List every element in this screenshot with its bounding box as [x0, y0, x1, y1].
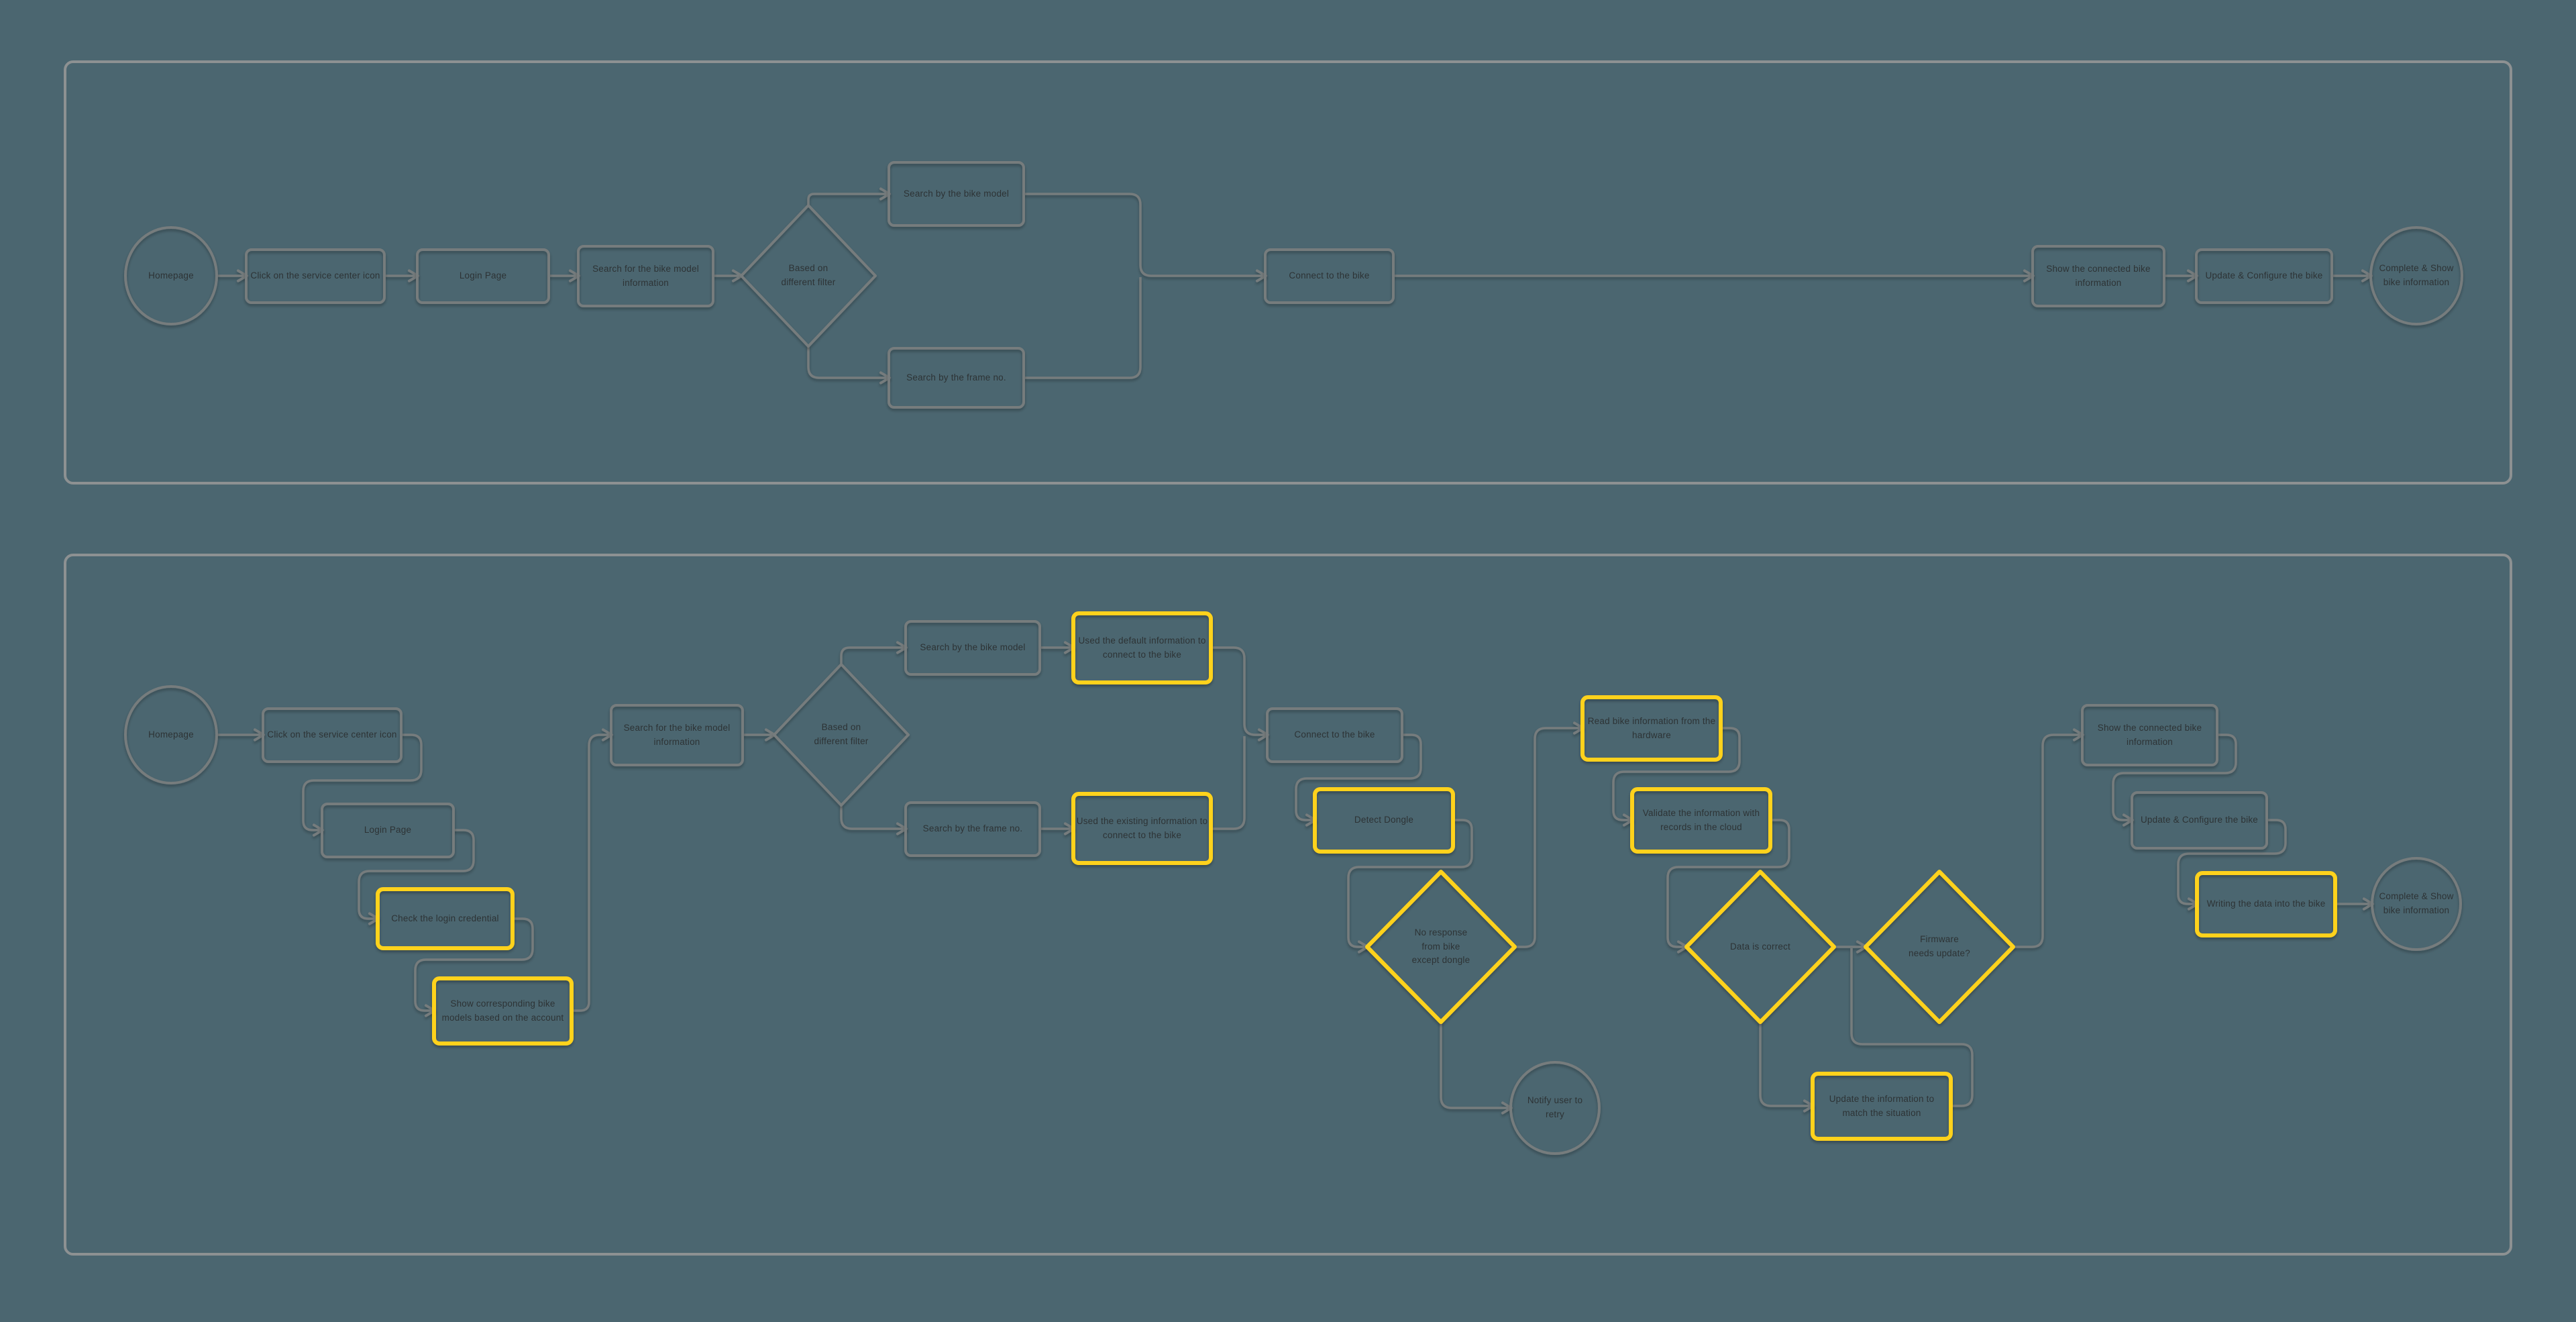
node-bottom-show-connected-info[interactable]	[2081, 704, 2218, 766]
node-bottom-detect-dongle[interactable]	[1313, 787, 1455, 854]
edge-bottom-update-info-merge	[1850, 948, 1974, 1107]
node-bottom-filter-decision[interactable]	[773, 663, 910, 807]
node-bottom-click-service-center-icon[interactable]	[262, 707, 402, 763]
node-bottom-update-info-match[interactable]	[1811, 1072, 1953, 1141]
edge-bottom-firmware-to-show	[2013, 728, 2085, 948]
node-bottom-data-correct-decision[interactable]	[1684, 870, 1836, 1024]
node-top-show-connected-info[interactable]	[2031, 245, 2165, 307]
edge-bottom-login-to-check	[358, 829, 475, 925]
node-bottom-connect-to-bike[interactable]	[1266, 707, 1403, 763]
node-bottom-used-default-info[interactable]	[1071, 611, 1213, 684]
edge-top-frame-no-merge	[1024, 277, 1142, 379]
edge-bottom-default-to-connect	[1211, 646, 1270, 742]
edge-bottom-validate-to-data	[1666, 819, 1790, 954]
node-top-click-service-center-icon[interactable]	[245, 248, 386, 304]
node-bottom-check-login-credential[interactable]	[376, 887, 515, 950]
edge-bottom-data-to-update-info	[1759, 1022, 1815, 1113]
node-bottom-complete-show-info[interactable]	[2371, 857, 2462, 951]
edge-bottom-configure-to-writing	[2177, 819, 2287, 911]
node-bottom-no-response-decision[interactable]	[1365, 870, 1517, 1024]
edge-bottom-no-response-to-notify	[1440, 1022, 1513, 1115]
edge-top-filter-to-bike-model	[807, 187, 892, 205]
node-bottom-homepage[interactable]	[124, 685, 218, 784]
edge-bottom-click-to-login	[302, 733, 423, 837]
node-top-login-page[interactable]	[416, 248, 550, 304]
node-bottom-search-by-frame-no[interactable]	[904, 801, 1041, 857]
node-top-search-bike-model-info[interactable]	[577, 245, 714, 307]
edge-bottom-connect-to-dongle	[1295, 733, 1422, 827]
node-bottom-login-page[interactable]	[321, 803, 455, 858]
node-top-filter-decision[interactable]	[740, 204, 877, 348]
edge-bottom-filter-to-bike-model	[840, 641, 908, 664]
node-bottom-search-bike-model-info[interactable]	[610, 704, 744, 766]
node-top-update-configure-bike[interactable]	[2195, 248, 2333, 304]
edge-bottom-no-response-to-read	[1515, 721, 1585, 948]
node-top-complete-show-info[interactable]	[2369, 226, 2463, 325]
edge-top-filter-to-frame-no	[807, 346, 892, 385]
node-top-search-by-bike-model[interactable]	[888, 161, 1025, 227]
bottom-flow-panel	[64, 554, 2512, 1256]
edge-bottom-existing-merge	[1211, 736, 1246, 830]
node-bottom-validate-info-cloud[interactable]	[1630, 787, 1772, 854]
node-bottom-notify-user-retry[interactable]	[1509, 1061, 1601, 1155]
node-top-homepage[interactable]	[124, 226, 218, 325]
edge-bottom-read-to-validate	[1612, 727, 1741, 827]
node-bottom-read-bike-info-hardware[interactable]	[1580, 695, 1723, 762]
node-bottom-used-existing-info[interactable]	[1071, 792, 1213, 865]
node-bottom-writing-data-into-bike[interactable]	[2195, 871, 2337, 937]
edge-top-bike-model-to-connect	[1024, 193, 1268, 283]
edge-bottom-check-to-show-models	[414, 917, 534, 1017]
node-bottom-search-by-bike-model[interactable]	[904, 620, 1041, 676]
edge-bottom-dongle-to-no-response	[1347, 819, 1473, 954]
edge-bottom-show-to-configure	[2112, 733, 2237, 827]
node-bottom-firmware-update-decision[interactable]	[1864, 870, 2015, 1024]
node-bottom-update-configure-bike[interactable]	[2131, 791, 2268, 850]
node-top-connect-to-bike[interactable]	[1264, 248, 1395, 304]
top-flow-panel	[64, 60, 2512, 485]
node-bottom-show-corresponding-models[interactable]	[432, 976, 574, 1046]
node-top-search-by-frame-no[interactable]	[888, 347, 1025, 409]
edge-bottom-filter-to-frame-no	[840, 805, 908, 835]
edge-bottom-show-models-to-search	[572, 728, 614, 1012]
